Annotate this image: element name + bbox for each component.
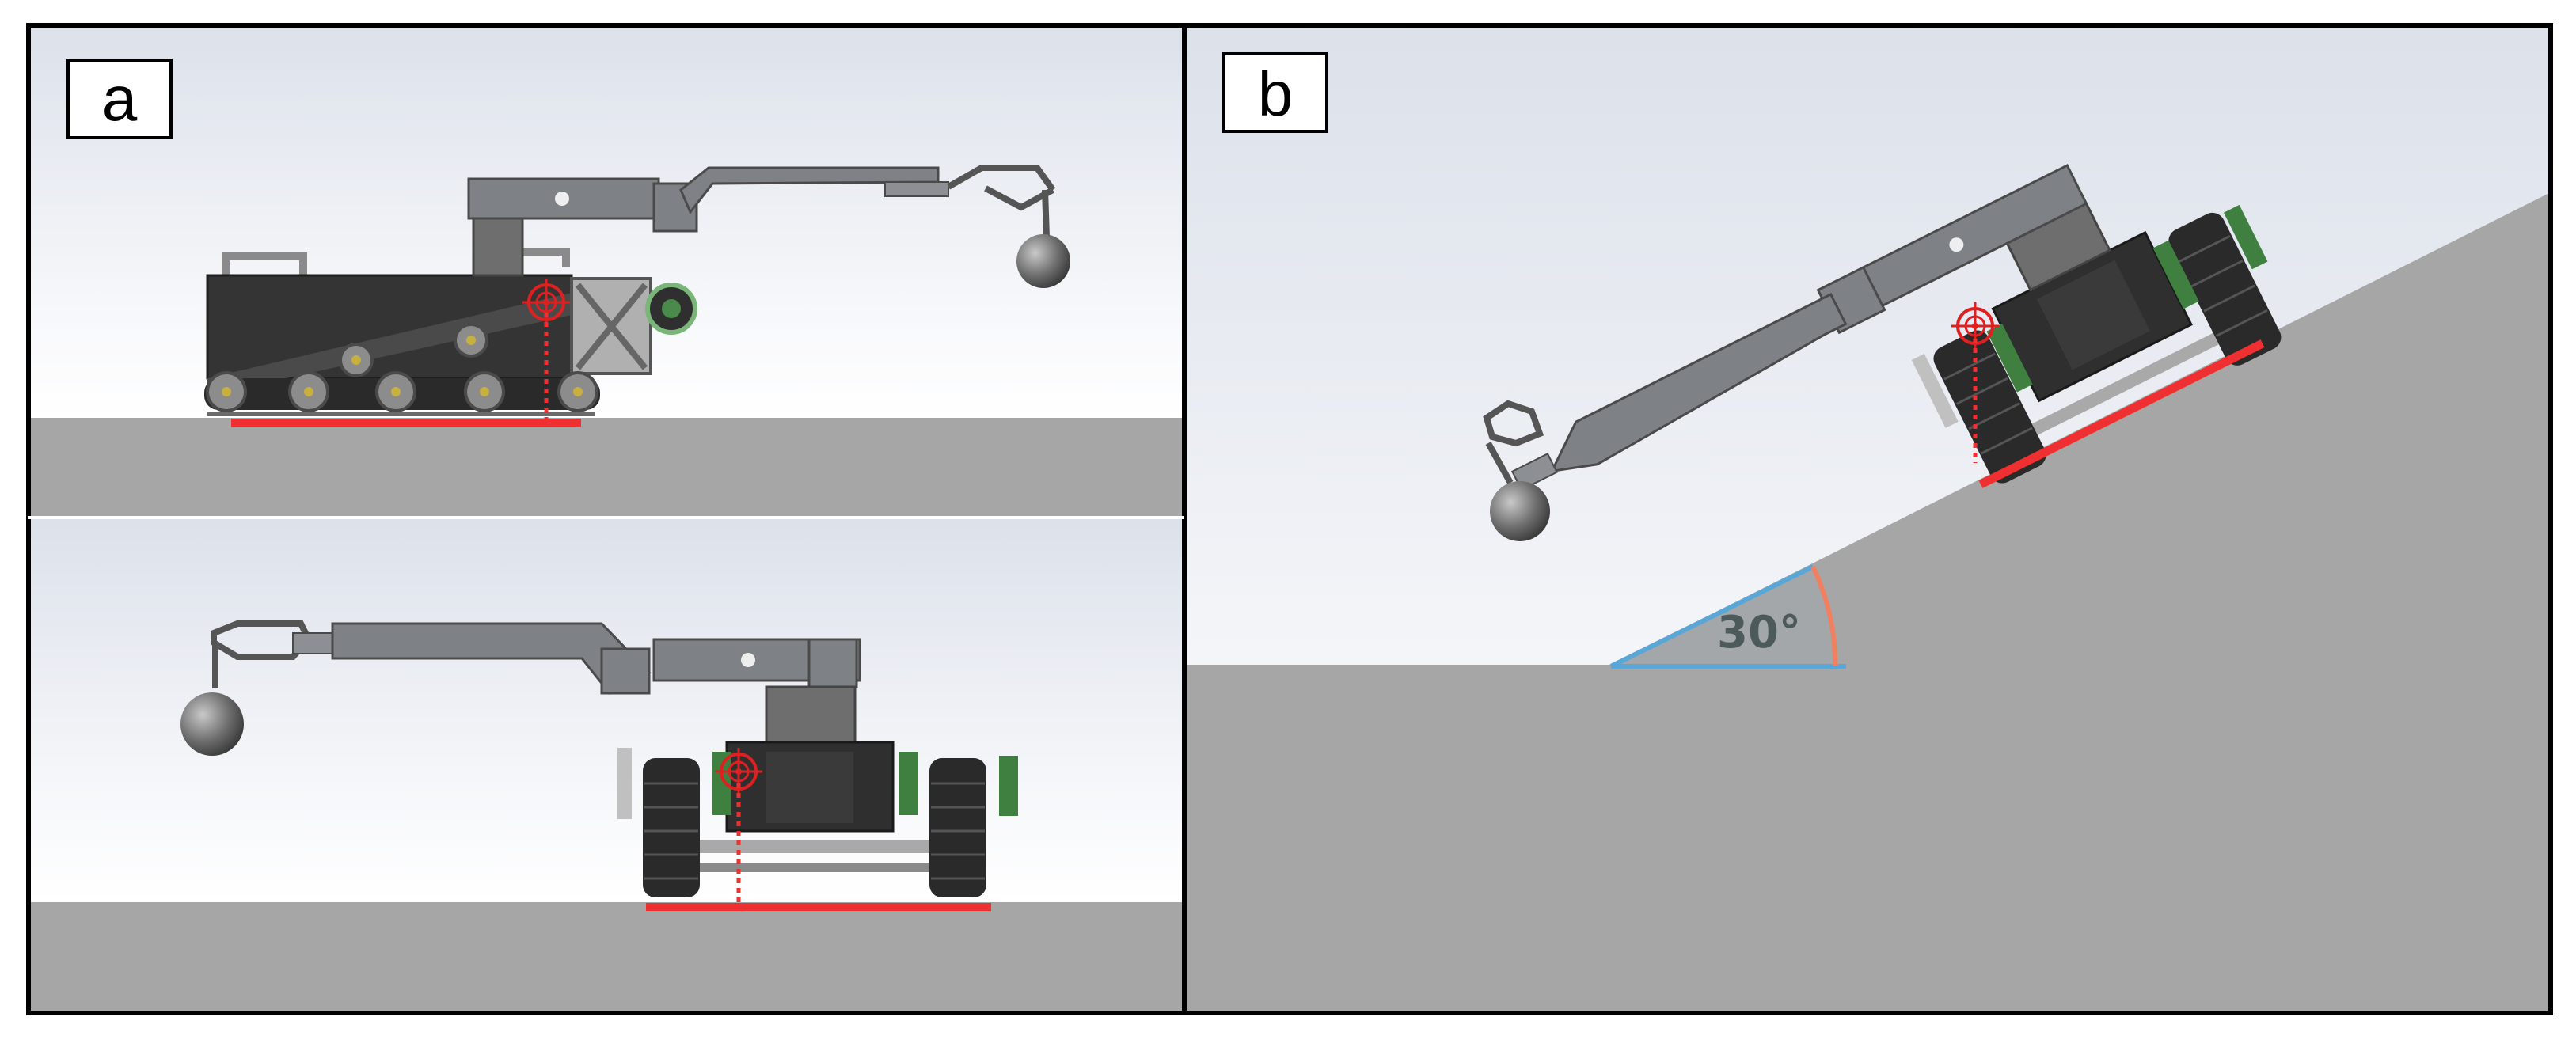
ground: [30, 902, 1183, 1011]
panel-borders: [26, 23, 2553, 1015]
panel-a-top: [30, 27, 1183, 518]
angle-arc: [1810, 565, 1838, 667]
panel-b-label: b: [1258, 59, 1294, 129]
angle-slope-line: [1609, 564, 1814, 669]
panel-a-label-box: a: [66, 59, 173, 139]
sphere-payload: [1490, 481, 1550, 541]
panel-a-bottom: [30, 518, 1183, 1011]
contact-line: [1978, 339, 2265, 488]
robot-front-view: [180, 620, 1018, 897]
panel-b-label-box: b: [1222, 52, 1328, 133]
panel-a-label: a: [102, 63, 138, 134]
angle-label: 30°: [1717, 607, 1801, 658]
robot-side-view: [204, 165, 1070, 416]
panel-b: 30°: [1187, 27, 2549, 1011]
robot-on-slope: [1510, 163, 2282, 491]
slope-ground: [1187, 193, 2549, 1011]
ground: [30, 418, 1183, 518]
sphere-payload: [1016, 234, 1070, 288]
gripper: [1483, 400, 1544, 447]
sphere-payload: [180, 692, 244, 756]
